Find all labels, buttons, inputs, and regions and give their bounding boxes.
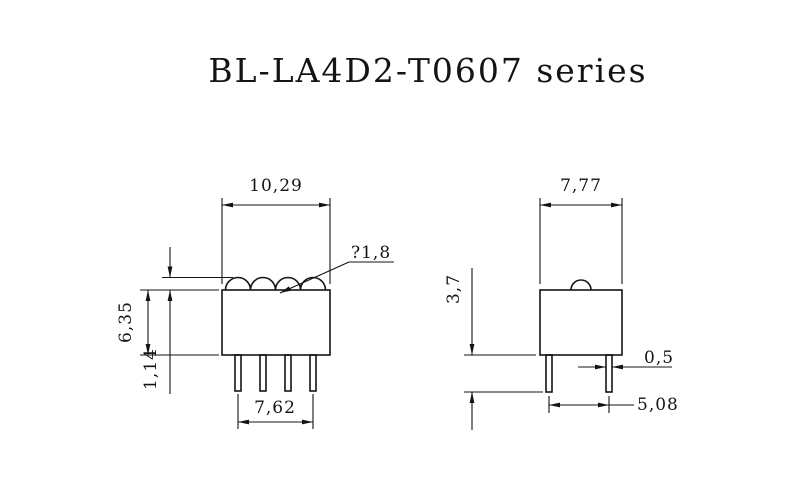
dim-label-top-width: 7,77 [560, 176, 602, 196]
leader-line [279, 261, 350, 294]
dim-label-dome-diameter: ?1,8 [351, 243, 391, 263]
side-dim-top-width: 7,77 [539, 176, 623, 284]
front-pins [234, 354, 317, 392]
side-pin-1 [545, 354, 553, 393]
extension-lines [539, 198, 623, 284]
side-led-dome [570, 279, 592, 291]
front-view: 10,29 6,35 1,14 7,62 [116, 176, 394, 429]
dim-label-pin-width: 0,5 [644, 348, 674, 368]
front-body [221, 289, 331, 356]
side-dim-pin-length: 3,7 [444, 268, 543, 430]
dim-label-body-height: 6,35 [116, 301, 136, 343]
extension-lines [140, 289, 219, 356]
dim-label-pin-pitch: 5,08 [637, 395, 679, 415]
extension-lines [464, 354, 543, 393]
dim-label-top-width: 10,29 [249, 176, 303, 196]
side-body [539, 289, 623, 356]
page-title: BL-LA4D2-T0607 series [208, 51, 647, 90]
front-pin-1 [234, 354, 242, 392]
extension-lines [221, 198, 331, 284]
side-dim-pin-width: 0,5 [578, 348, 674, 370]
front-dim-pin-span: 7,62 [237, 394, 314, 429]
front-dim-top-width: 10,29 [221, 176, 331, 284]
side-pin-2 [605, 354, 613, 393]
side-dim-pin-pitch: 5,08 [548, 395, 679, 415]
front-dim-dome-height: 1,14 [141, 247, 233, 394]
dim-label-pin-length: 3,7 [444, 274, 464, 304]
dim-label-pin-span: 7,62 [254, 398, 296, 418]
front-pin-2 [259, 354, 267, 392]
side-view: 7,77 3,7 0,5 5,08 [444, 176, 679, 430]
front-dim-dome-diameter: ?1,8 [279, 243, 394, 294]
front-led-domes [224, 276, 327, 291]
front-pin-3 [284, 354, 292, 392]
dim-label-dome-height: 1,14 [141, 348, 161, 390]
front-pin-4 [309, 354, 317, 392]
front-dim-body-height: 6,35 [116, 289, 219, 356]
side-pins [545, 354, 613, 393]
